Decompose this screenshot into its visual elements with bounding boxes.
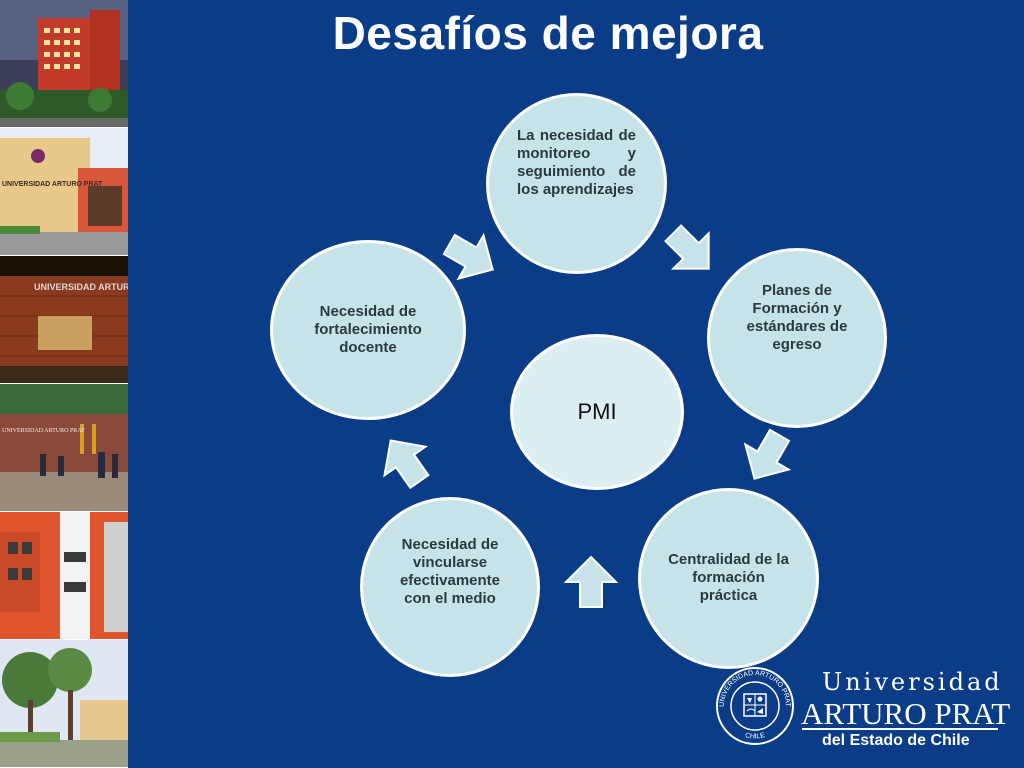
campus-photo-red-building [0,512,128,640]
node-planes-formacion: Planes de Formación y estándares de egre… [707,248,887,428]
entrance-sign: UNIVERSIDAD ARTURO PRAT [2,181,103,188]
brick-sign: UNIVERSIDAD ARTURO PRAT [34,282,128,292]
arrow-left-to-top [442,228,500,286]
campus-photo-trees [0,640,128,768]
svg-text:CHILE: CHILE [744,732,766,741]
university-logo: UNIVERSIDAD ARTURO PRAT CHILE Universida… [714,662,1014,758]
arrow-right-to-bottom-right [738,428,796,486]
arrow-bottom-right-to-bottom-left [562,553,620,611]
arrow-bottom-left-to-left [376,432,434,490]
node-monitoreo-label: La necesidad de monitoreo y seguimiento … [517,126,636,198]
node-formacion-practica-label: Centralidad de la formación práctica [668,550,789,604]
logo-line-estado-chile: del Estado de Chile [822,732,970,749]
slide-title: Desafíos de mejora [332,7,764,59]
node-formacion-practica: Centralidad de la formación práctica [638,488,819,669]
campus-photo-brick-sign: UNIVERSIDAD ARTURO PRAT [0,256,128,384]
campus-photo-walkway: UNIVERSIDAD ARTURO PRAT [0,384,128,512]
logo-line-universidad: Universidad [822,668,1003,696]
logo-divider [802,728,998,730]
walkway-sign: UNIVERSIDAD ARTURO PRAT [2,428,85,434]
campus-photo-night-building [0,0,128,128]
node-planes-formacion-label: Planes de Formación y estándares de egre… [746,282,848,353]
university-seal-icon: UNIVERSIDAD ARTURO PRAT CHILE [716,667,794,745]
photo-strip: UNIVERSIDAD ARTURO PRAT UNIVERSIDAD ARTU… [0,0,128,768]
node-monitoreo: La necesidad de monitoreo y seguimiento … [486,93,667,274]
campus-photo-entrance: UNIVERSIDAD ARTURO PRAT [0,128,128,256]
seal-text-bottom: CHILE [744,732,766,741]
arrow-top-to-right [662,222,720,280]
node-center-pmi-label: PMI [577,399,617,424]
node-center-pmi: PMI [510,334,684,490]
node-vinculacion-medio: Necesidad de vincularse efectivamente co… [360,497,540,677]
node-fortalecimiento-docente-label: Necesidad de fortalecimiento docente [314,303,422,356]
node-vinculacion-medio-label: Necesidad de vincularse efectivamente co… [399,536,501,607]
logo-line-arturo-prat: ARTURO PRAT [801,696,1011,731]
node-fortalecimiento-docente: Necesidad de fortalecimiento docente [270,240,466,420]
